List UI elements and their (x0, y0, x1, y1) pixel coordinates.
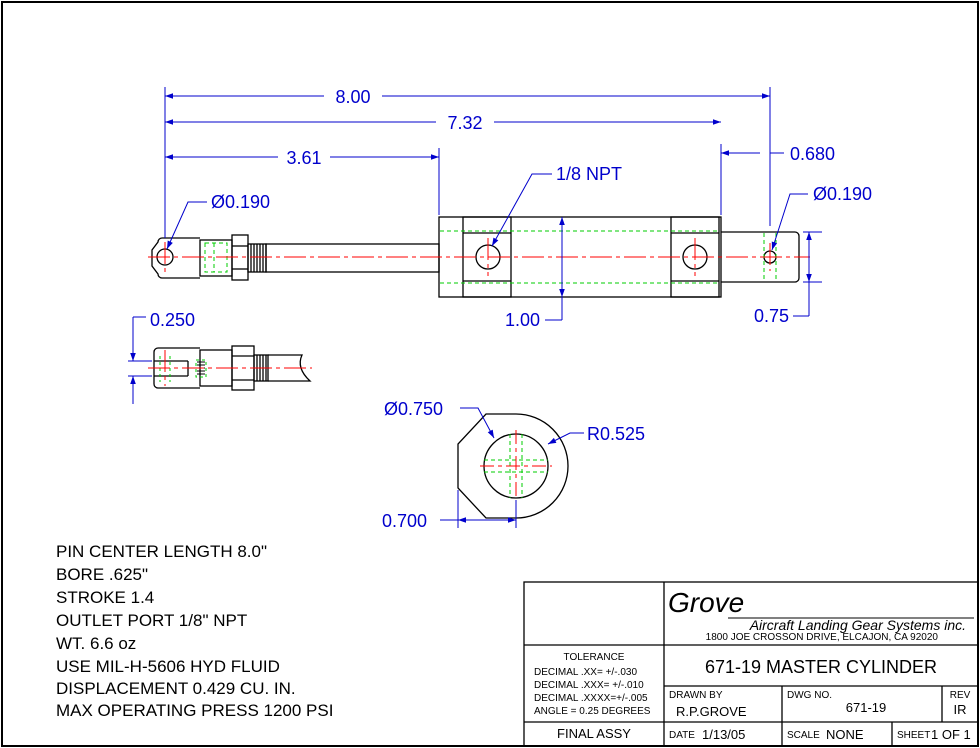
dim-overall-length: 8.00 (335, 87, 370, 107)
note-line: PIN CENTER LENGTH 8.0" (56, 542, 267, 561)
dwg-no-label: DWG NO. (787, 690, 832, 701)
date-label: DATE (669, 730, 695, 741)
drawing-title: 671-19 MASTER CYLINDER (705, 657, 937, 677)
date: 1/13/05 (702, 727, 745, 742)
rev: IR (954, 702, 967, 717)
note-line: OUTLET PORT 1/8" NPT (56, 611, 247, 630)
scale-label: SCALE (787, 730, 820, 741)
tolerance-line: DECIMAL .XXXX=+/-.005 (534, 693, 648, 704)
note-line: BORE .625" (56, 565, 148, 584)
dim-eye-radius: R0.525 (587, 424, 645, 444)
dim-port: 1/8 NPT (556, 164, 622, 184)
note-line: WT. 6.6 oz (56, 634, 136, 653)
drawn-by-label: DRAWN BY (669, 690, 723, 701)
assy: FINAL ASSY (557, 726, 631, 741)
dim-body-height: 1.00 (505, 310, 540, 330)
dimension-lines (164, 87, 822, 321)
tolerance-line: DECIMAL .XXX= +/-.010 (534, 680, 644, 691)
dim-rod-length: 3.61 (286, 148, 321, 168)
title-block (523, 581, 979, 747)
dim-eye-dia: Ø0.750 (384, 399, 443, 419)
dwg-no: 671-19 (846, 700, 886, 715)
note-line: USE MIL-H-5606 HYD FLUID (56, 657, 280, 676)
company-logo: Grove (668, 587, 744, 618)
note-line: DISPLACEMENT 0.429 CU. IN. (56, 679, 296, 698)
scale: NONE (826, 727, 864, 742)
dimension-lines-end (440, 407, 584, 528)
tolerance-line: DECIMAL .XX= +/-.030 (534, 667, 637, 678)
centerlines-side (148, 238, 810, 276)
note-line: STROKE 1.4 (56, 588, 154, 607)
rev-label: REV (950, 690, 971, 701)
company-name: Aircraft Landing Gear Systems inc. (749, 617, 966, 633)
dim-body-length: 7.32 (447, 113, 482, 133)
hidden-lines-top (159, 356, 207, 382)
note-line: MAX OPERATING PRESS 1200 PSI (56, 701, 333, 720)
dim-end-offset: 0.680 (790, 144, 835, 164)
dim-eye-offset: 0.700 (382, 511, 427, 531)
centerlines-top (148, 350, 312, 386)
dim-pin-dia-left: Ø0.190 (211, 192, 270, 212)
sheet-label: SHEET (897, 730, 930, 741)
tolerance-line: ANGLE = 0.25 DEGREES (534, 706, 651, 717)
tolerance-header: TOLERANCE (564, 652, 625, 663)
spec-notes: PIN CENTER LENGTH 8.0" BORE .625" STROKE… (56, 542, 333, 720)
left-clevis (151, 237, 200, 279)
piston-rod (265, 243, 440, 273)
drawn-by: R.P.GROVE (676, 704, 747, 719)
centerlines-end (480, 430, 552, 502)
dimension-lines-top (128, 316, 152, 404)
sheet: 1 OF 1 (931, 727, 971, 742)
dim-clevis-width: 0.250 (150, 310, 195, 330)
dim-pin-dia-right: Ø0.190 (813, 184, 872, 204)
company-address: 1800 JOE CROSSON DRIVE, ELCAJON, CA 9202… (706, 632, 939, 643)
dim-end-height: 0.75 (754, 306, 789, 326)
